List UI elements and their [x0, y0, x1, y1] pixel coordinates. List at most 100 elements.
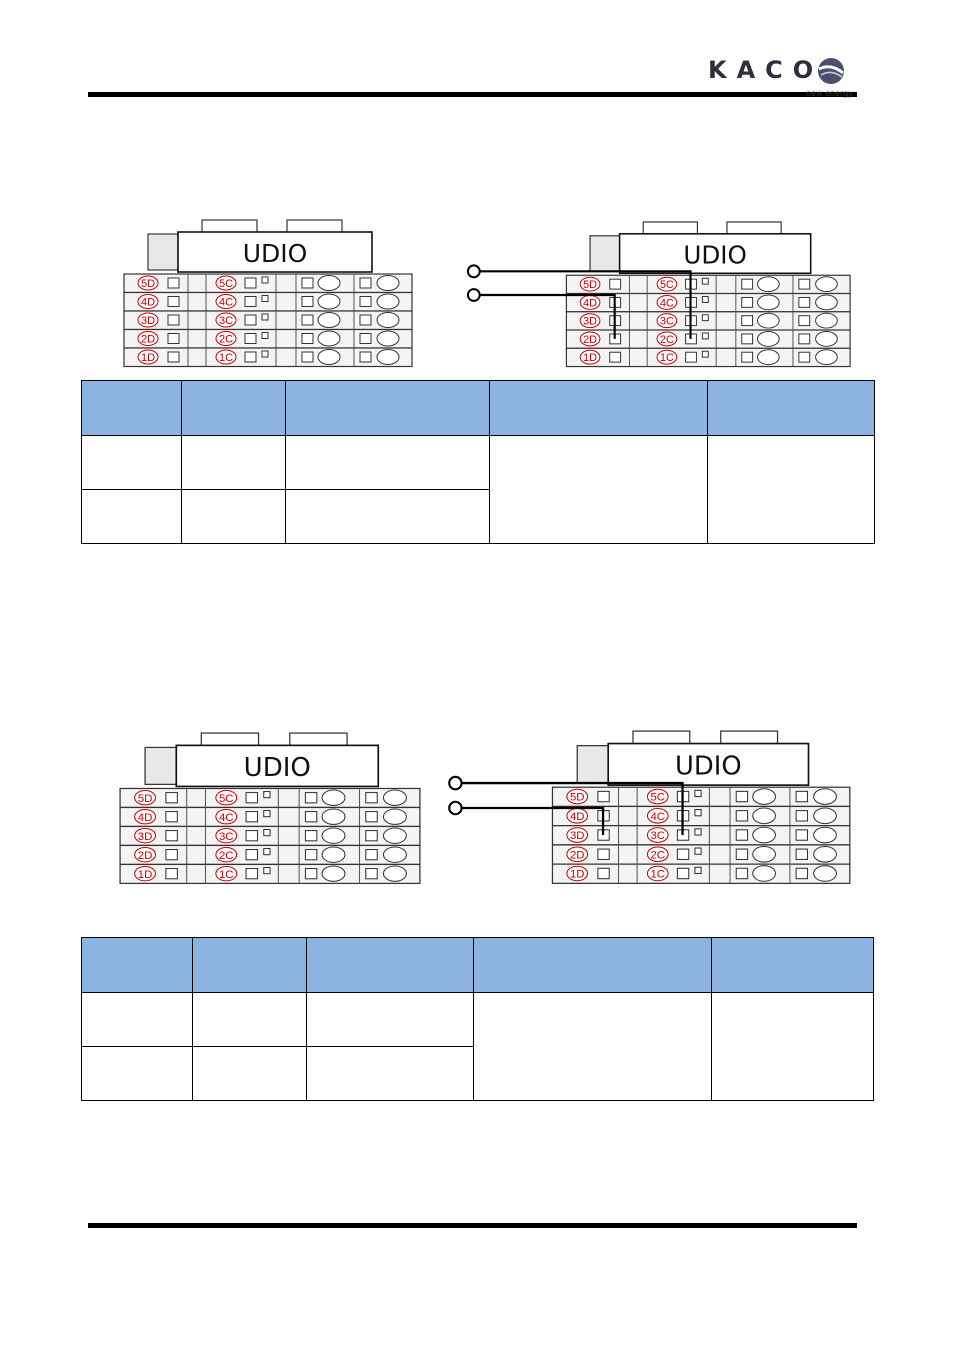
terminal-clamp: [244, 333, 257, 344]
terminal-screw: [813, 865, 837, 882]
table-cell: [285, 435, 490, 490]
terminal-label-ring: [134, 790, 156, 806]
terminal-clamp: [735, 848, 749, 860]
terminal-screw: [382, 808, 407, 825]
terminal-led: [263, 791, 271, 799]
terminal-label-c: 4C: [219, 812, 234, 824]
table-cell: [181, 435, 286, 490]
terminal-label-ring: [134, 846, 156, 863]
merged-cell: [473, 992, 712, 1101]
terminal-screw: [382, 789, 407, 806]
terminal-screw: [813, 826, 837, 844]
terminal-screw: [813, 788, 837, 805]
side-bracket: [576, 745, 609, 784]
terminal-screw: [382, 827, 407, 844]
table-cell: [192, 992, 307, 1047]
terminal-label-ring: [215, 349, 237, 365]
terminal-clamp: [301, 277, 314, 289]
terminal-label-c: 3C: [219, 315, 233, 327]
terminal-led: [261, 313, 269, 321]
wire-terminal-icon: [466, 264, 481, 279]
table-cell: [285, 489, 490, 544]
terminal-clamp: [735, 810, 749, 822]
logo-globe-icon: [818, 58, 844, 84]
terminal-label-d: 3D: [583, 316, 597, 328]
terminal-label-c: 1C: [651, 869, 665, 881]
terminal-screw: [752, 845, 776, 863]
terminal-screw: [321, 827, 346, 844]
terminal-label-d: 5D: [583, 279, 597, 291]
terminal-label-d: 5D: [138, 793, 153, 805]
terminal-screw: [382, 846, 407, 863]
terminal-label-ring: [656, 276, 678, 292]
terminal-clamp: [359, 333, 372, 344]
terminal-clamp: [365, 792, 378, 804]
table-row: [81, 992, 874, 1101]
terminal-screw: [317, 275, 341, 291]
terminal-led: [701, 350, 709, 358]
terminal-label-ring: [656, 313, 678, 329]
table-header-row: [81, 380, 875, 436]
terminal-label-d: 2D: [570, 849, 584, 861]
terminal-clamp: [244, 351, 257, 363]
merged-cell: [711, 992, 874, 1101]
terminal-label-c: 1C: [219, 869, 234, 881]
terminal-label-ring: [134, 809, 156, 825]
kaco-logo: KACO new energy.: [706, 54, 856, 100]
terminal-led: [263, 848, 271, 856]
terminal-label-ring: [579, 276, 601, 292]
terminal-clamp: [795, 829, 808, 841]
terminal-clamp: [741, 296, 754, 308]
terminal-screw: [815, 276, 838, 293]
terminal-clamp: [304, 849, 318, 861]
terminal-clamp: [165, 792, 178, 804]
terminal-label-ring: [137, 349, 159, 365]
terminal-label-c: 2C: [219, 850, 234, 862]
udio-module: [607, 742, 810, 786]
terminal-led: [263, 810, 271, 818]
terminal-screw: [752, 826, 776, 844]
terminal-led: [694, 828, 702, 836]
terminal-clamp: [301, 333, 314, 344]
terminal-clamp: [798, 296, 811, 308]
terminal-clamp: [167, 333, 180, 344]
terminal-led: [694, 847, 702, 855]
terminal-screw: [813, 807, 837, 825]
terminal-label-d: 4D: [141, 297, 155, 309]
terminal-label-c: 1C: [219, 352, 233, 364]
terminal-label-c: 1C: [660, 352, 674, 364]
terminal-label-ring: [566, 788, 589, 805]
terminal-screw: [376, 330, 400, 347]
terminal-screw: [752, 865, 776, 882]
terminal-screw: [752, 788, 776, 805]
terminal-led: [261, 350, 269, 358]
terminal-clamp: [609, 278, 622, 290]
terminal-label-ring: [215, 312, 237, 328]
terminal-clamp: [795, 867, 808, 880]
terminal-clamp: [167, 296, 180, 307]
terminal-label-c: 4C: [651, 811, 665, 823]
table-cell: [81, 992, 193, 1047]
terminal-screw: [317, 293, 341, 310]
terminal-led: [263, 866, 271, 875]
terminal-label-ring: [579, 331, 601, 347]
terminal-clamp: [609, 351, 622, 363]
table-cell: [81, 1046, 193, 1101]
feed-wire: [479, 293, 616, 339]
wire-terminal-icon: [448, 800, 463, 816]
terminal-clamp: [301, 296, 314, 307]
terminal-clamp: [365, 811, 378, 823]
terminal-clamp: [798, 315, 811, 327]
terminal-clamp: [676, 848, 690, 860]
side-bracket: [589, 235, 621, 272]
terminal-screw: [321, 846, 346, 863]
terminal-screw: [752, 807, 776, 825]
terminal-screw: [321, 789, 346, 806]
udio-module: [175, 744, 380, 788]
terminal-clamp: [741, 333, 754, 345]
terminal-clamp: [165, 849, 178, 861]
